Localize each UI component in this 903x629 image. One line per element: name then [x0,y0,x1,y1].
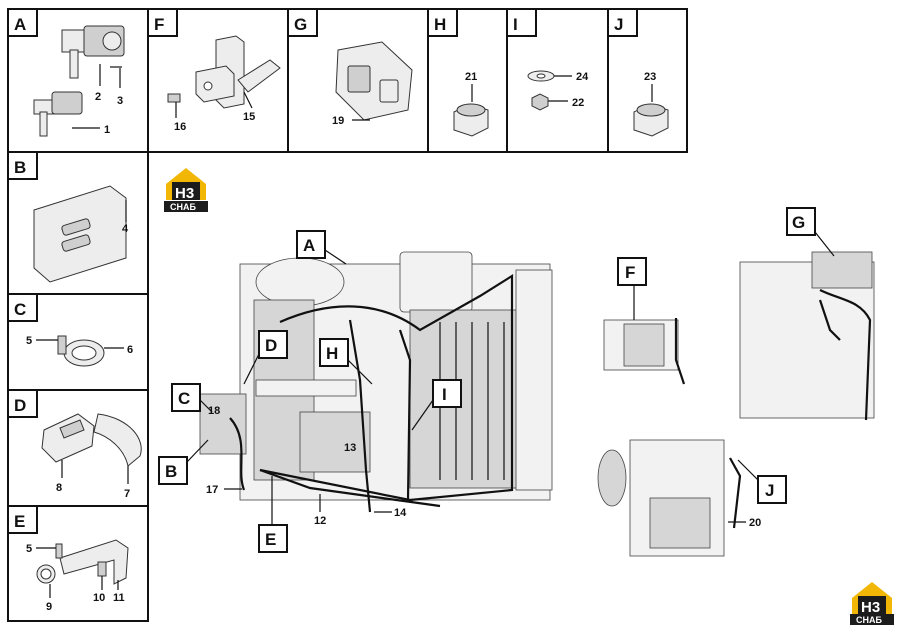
control-unit-illustration [335,41,413,121]
nut-23-illustration [633,103,669,137]
ecu-module-illustration [33,185,127,283]
panel-F-letter: F [154,15,164,34]
svg-text:D: D [265,336,277,355]
callout-12: 12 [314,515,326,527]
logo-top-text-2: H3 [861,599,880,616]
callout-21: 21 [465,71,477,83]
panel-C-letter: C [14,300,26,319]
callout-box-E: E [258,476,288,553]
nut-21-illustration [453,103,489,137]
callout-14: 14 [394,507,407,519]
callout-6: 6 [127,344,133,356]
callout-18: 18 [208,405,220,417]
panel-J-letter: J [614,15,623,34]
callout-13: 13 [344,442,356,454]
callout-1: 1 [104,124,110,136]
detail-F-illustration [603,318,686,385]
callout-box-B: B [158,439,209,485]
callout-16: 16 [174,121,186,133]
panel-D-letter: D [14,396,26,415]
callout-3: 3 [117,95,123,107]
panel-I-letter: I [513,15,518,34]
clamp-illustration [57,335,105,367]
callout-box-J: J [737,459,787,504]
callout-11: 11 [113,592,125,604]
panel-H-letter: H [434,15,446,34]
callout-9: 9 [46,601,52,613]
callout-22: 22 [572,97,584,109]
logo-bottom-text: СНАБ [170,202,196,212]
wiring-harness [229,274,514,513]
sensor-part-illustration [33,25,125,137]
logo-bottom-text-2: СНАБ [856,615,882,625]
logo-top-text: H3 [175,185,194,202]
callout-box-I: I [411,379,462,431]
panel-E: E 5 9 10 11 [7,505,149,622]
brand-logo-top: H3 СНАБ [164,168,208,212]
callout-box-C: C [171,383,213,413]
callout-4: 4 [122,223,129,235]
svg-text:B: B [165,462,177,481]
svg-text:A: A [303,236,315,255]
panel-A: A 2 3 1 [7,8,149,153]
panel-B: B 4 [7,151,149,295]
callout-box-A: A [296,230,347,265]
panel-J: J 23 [607,8,688,153]
brand-logo-bottom: H3 СНАБ [850,582,894,625]
callout-box-D: D [243,330,288,385]
panel-I: I 24 22 [506,8,609,153]
callout-20: 20 [749,517,761,529]
svg-text:G: G [792,213,805,232]
panel-F: F 16 15 [147,8,289,153]
callout-23: 23 [644,71,656,83]
panel-D: D 8 7 [7,389,149,507]
callout-box-H: H [319,338,373,385]
callout-15: 15 [243,111,255,123]
callout-10: 10 [93,592,105,604]
svg-text:J: J [765,481,774,500]
engine-illustration [199,251,553,501]
callout-5: 5 [26,335,32,347]
callout-19: 19 [332,115,344,127]
svg-text:H: H [326,344,338,363]
callout-8: 8 [56,482,62,494]
callout-2: 2 [95,91,101,103]
callout-24: 24 [576,71,589,83]
bracket-clamp-illustration [36,539,129,585]
callout-box-F: F [617,257,647,320]
callout-17: 17 [206,484,218,496]
svg-text:C: C [178,389,190,408]
callout-7: 7 [124,488,130,500]
panel-B-letter: B [14,158,26,177]
detail-J-illustration [597,439,742,557]
panel-E-letter: E [14,512,25,531]
svg-text:I: I [442,385,447,404]
washer-nut-illustration [527,70,555,111]
panel-A-letter: A [14,15,26,34]
svg-text:F: F [625,263,635,282]
main-numeric-callouts: 18 13 17 12 14 20 [206,405,761,529]
detail-G-illustration [739,251,875,421]
pad-illustration [41,413,142,467]
panel-H: H 21 [427,8,508,153]
panel-C: C 5 6 [7,293,149,391]
bracket-pipe-illustration [167,35,281,109]
callout-box-G: G [786,207,835,257]
svg-text:E: E [265,530,276,549]
panel-G: G 19 [287,8,429,153]
callout-5b: 5 [26,543,32,555]
panel-G-letter: G [294,15,307,34]
